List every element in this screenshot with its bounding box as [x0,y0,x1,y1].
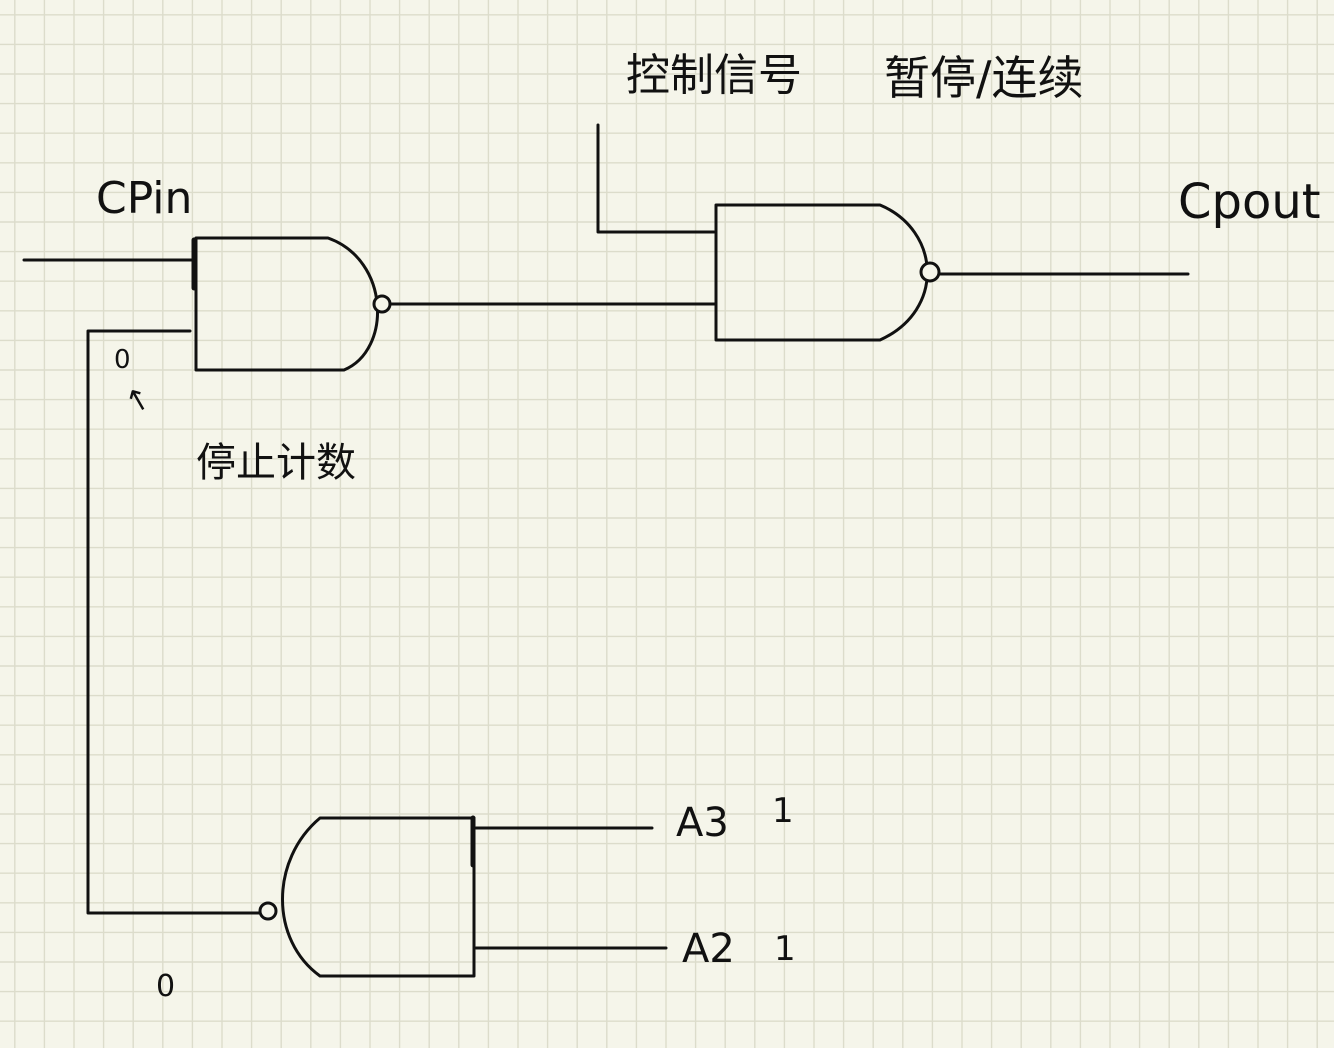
nand-gate-cpout-body [714,203,929,342]
nor-gate-bubble [258,901,278,921]
label-a3: A3 [676,800,729,846]
wires [22,123,1190,950]
nor-gate-body [281,816,474,978]
label-pause-continue: 暂停/连续 [884,51,1084,105]
nand-gate-cpout [714,203,941,342]
nand-gate-cpin [191,236,392,372]
label-stop-count: 停止计数 [196,440,356,486]
nor-gate-a3-a2 [258,815,476,978]
label-a2: A2 [682,926,735,972]
value-a2: 1 [774,929,796,969]
value-stop-line-arrow: ↑ [119,380,158,423]
wire-stop-count-feedback [86,329,262,915]
value-or-output: 0 [156,969,175,1004]
label-control-signal: 控制信号 [626,50,802,101]
value-stop-line: 0 [114,345,131,375]
wire-control-signal [596,123,716,234]
value-a3: 1 [772,791,794,831]
nand-gate-cpin-body [194,236,380,372]
nand-gate-cpout-bubble [919,261,941,283]
label-cp-in: CPin [96,173,192,224]
nand-gate-cpin-bubble [372,294,392,314]
label-cp-out: Cpout [1178,174,1321,230]
